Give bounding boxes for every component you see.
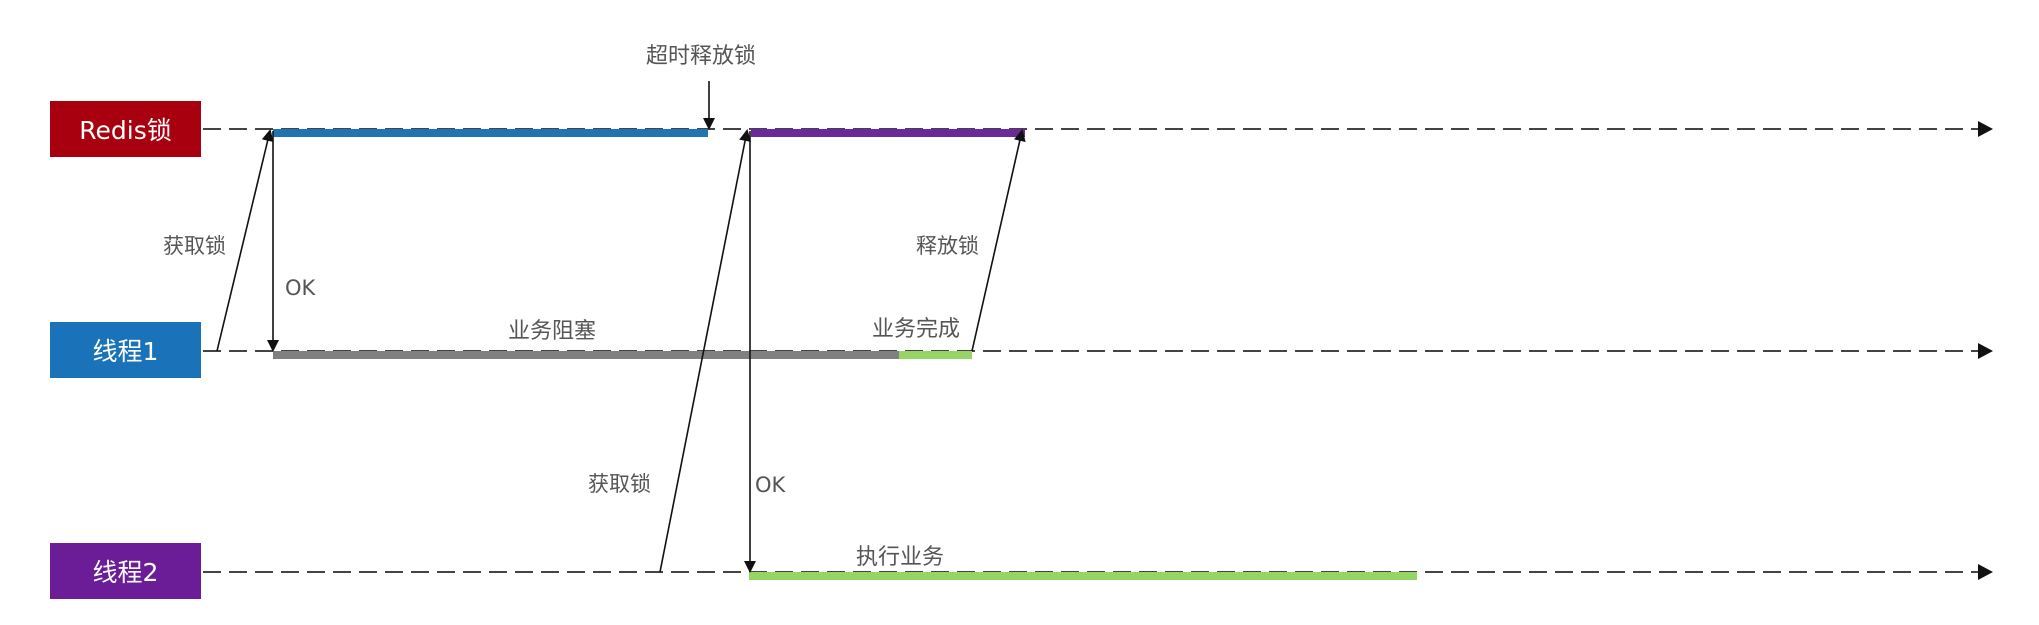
thread1-done-bar	[899, 351, 972, 359]
thread1-ok-label: OK	[285, 276, 316, 300]
thread2-execute-bar	[749, 572, 1417, 580]
thread1-release-label: 释放锁	[916, 234, 979, 258]
timeout-release-label: 超时释放锁	[646, 44, 757, 69]
thread1-acquire-arrow	[216, 129, 274, 352]
thread1-release-arrow	[971, 129, 1026, 352]
thread1-done-label: 业务完成	[872, 317, 961, 342]
thread2-acquire-label: 获取锁	[588, 472, 651, 496]
thread1-blocked-label: 业务阻塞	[508, 319, 597, 344]
lane-thread1: 线程1	[50, 322, 201, 378]
thread1-acquire-label: 获取锁	[163, 234, 226, 258]
redis-lock-held-thread2-bar	[751, 129, 1025, 137]
thread2-ok-label: OK	[755, 473, 786, 497]
thread1-blocked-bar	[273, 351, 899, 359]
thread2-acquire-arrow	[659, 129, 751, 573]
lane-redis-lock: Redis锁	[50, 101, 201, 157]
thread2-execute-label: 执行业务	[856, 545, 945, 570]
redis-lock-held-thread1-bar	[273, 129, 708, 137]
lane-thread2: 线程2	[50, 543, 201, 599]
